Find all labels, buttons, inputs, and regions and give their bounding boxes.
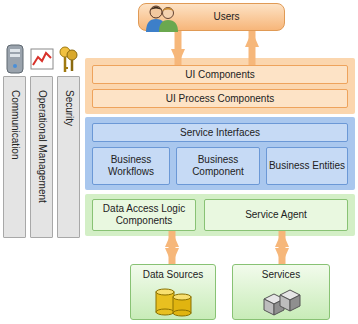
box-label: Business Workflows [93,154,169,178]
component-box: Business Component [176,147,260,185]
flow-arrow [279,231,286,264]
server-icon [4,44,26,74]
component-box: Service Agent [204,199,348,231]
box-label: Users [213,11,239,23]
vertical-band: Security [57,76,80,238]
store-box: Data Sources [130,264,216,320]
box-label: Business Entities [269,160,345,172]
actor-box: Users [138,3,285,31]
flow-arrow [249,31,256,65]
box-label: Data Access Logic Components [93,203,195,227]
services-icon [260,287,304,317]
component-box: Business Entities [266,147,348,185]
box-label: Business Component [177,154,259,178]
box-label: Service Interfaces [180,127,260,139]
users-icon [145,4,179,32]
box-label: UI Process Components [166,93,274,105]
database-icon [154,287,194,317]
band-label: Operational Management [36,78,48,236]
flow-arrow [169,231,176,264]
component-box: Service Interfaces [92,123,348,142]
box-label: UI Components [185,69,254,81]
component-box: Data Access Logic Components [92,199,196,231]
component-box: Business Workflows [92,147,170,185]
band-label: Communication [9,78,21,236]
box-label: Services [262,269,300,281]
box-label: Service Agent [245,209,307,221]
component-box: UI Components [92,65,348,84]
vertical-band: Communication [3,76,26,238]
vertical-band: Operational Management [30,76,53,238]
band-label: Security [63,78,75,236]
flow-arrow [175,31,182,65]
keys-icon [57,44,81,74]
service-box: Services [232,264,330,320]
box-label: Data Sources [143,269,204,281]
chart-icon [30,48,54,70]
component-box: UI Process Components [92,89,348,108]
